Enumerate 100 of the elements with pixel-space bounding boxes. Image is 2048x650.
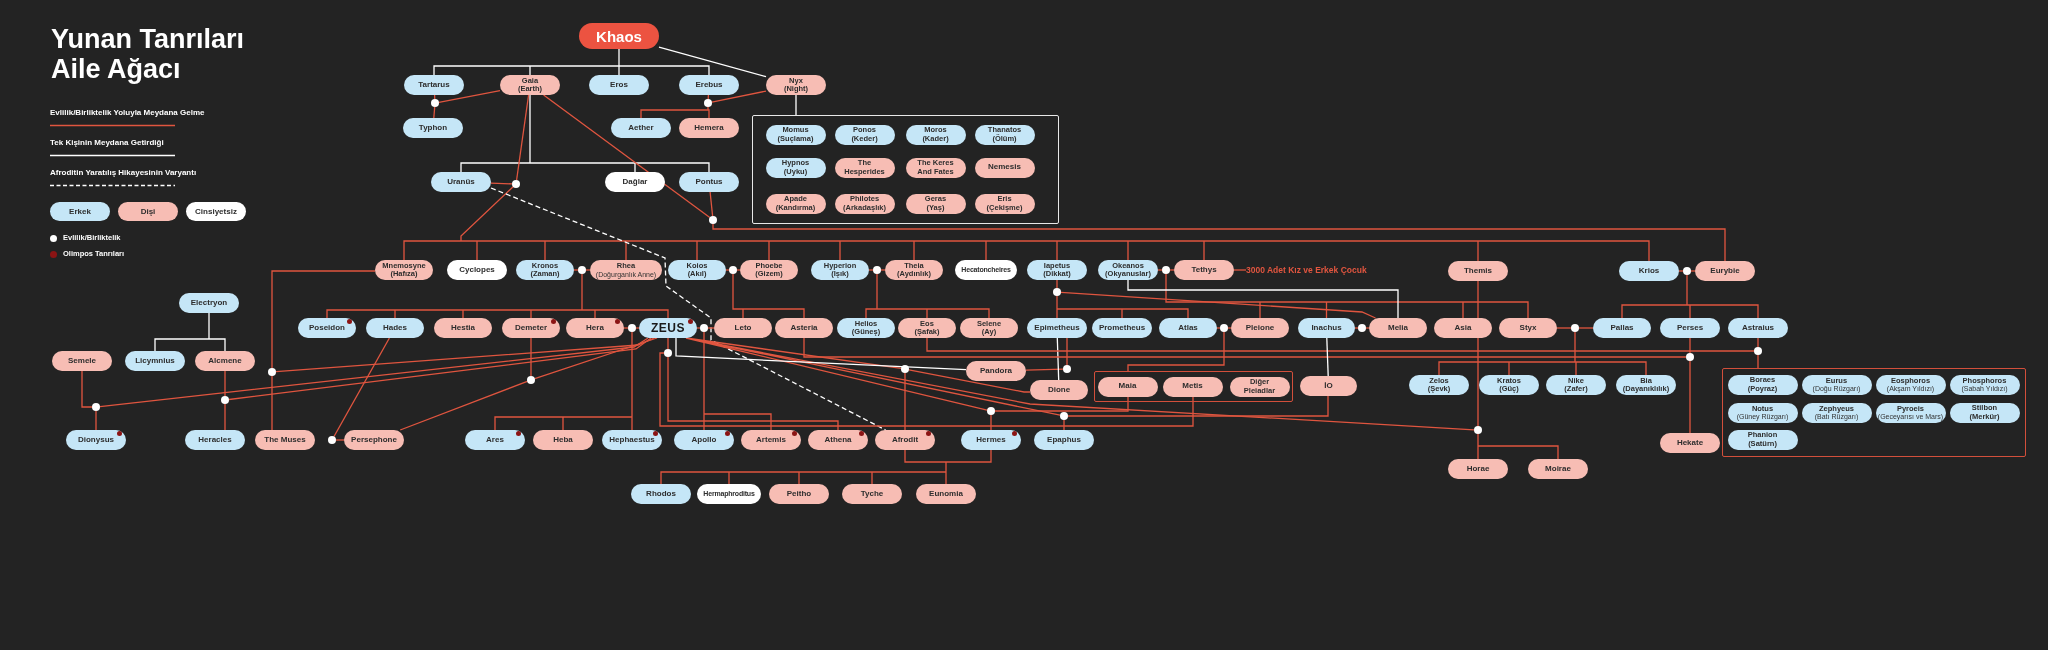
deity-pill bbox=[1695, 261, 1755, 281]
deity-pill bbox=[66, 430, 126, 450]
deity-name: Persephone bbox=[351, 435, 397, 445]
deity-name: Inachus bbox=[1311, 323, 1342, 333]
deity-pill bbox=[375, 260, 433, 280]
deity-pill bbox=[366, 318, 424, 338]
deity-pill bbox=[769, 484, 829, 504]
deity-name: Krios bbox=[1638, 266, 1660, 276]
deity-pill bbox=[765, 157, 826, 178]
connector-line bbox=[660, 449, 992, 485]
deity-name: Aether bbox=[628, 123, 654, 133]
connector-line bbox=[736, 269, 741, 271]
legend-pill: Erkek bbox=[50, 202, 110, 221]
deity-name: Electryon bbox=[190, 298, 228, 308]
connector-line bbox=[1066, 337, 1068, 366]
connector-line bbox=[1169, 269, 1175, 271]
connector-line bbox=[1127, 279, 1399, 319]
deity-pill bbox=[974, 124, 1035, 145]
deity-pill bbox=[1159, 318, 1217, 338]
deity-pill bbox=[955, 260, 1017, 280]
deity-pill bbox=[679, 172, 739, 192]
deity-name: Cyclopes bbox=[459, 265, 495, 275]
connector-line bbox=[908, 369, 1031, 393]
deity-pill bbox=[834, 124, 895, 145]
deity-pill bbox=[1593, 318, 1651, 338]
deity-name: Eurybie bbox=[1710, 266, 1740, 276]
connector-line bbox=[585, 269, 591, 271]
connector-line bbox=[95, 410, 97, 431]
deity-pill bbox=[404, 75, 464, 95]
deity-pill bbox=[465, 430, 525, 450]
connector-line bbox=[803, 337, 1687, 358]
deity-pill bbox=[1174, 260, 1234, 280]
deity-name: Perses bbox=[1676, 323, 1704, 333]
deity-name: Melia bbox=[1388, 323, 1408, 333]
deity-pill bbox=[741, 430, 801, 450]
deity-pill bbox=[1300, 376, 1357, 396]
annotation-text: 3000 Adet Kız ve Erkek Çocuk bbox=[1246, 263, 1367, 277]
deity-pill bbox=[679, 75, 739, 95]
connector-line bbox=[675, 337, 967, 371]
connector-line bbox=[271, 375, 273, 431]
connector-line bbox=[707, 94, 710, 100]
deity-name: Ares bbox=[486, 435, 504, 445]
deity-pill bbox=[808, 430, 868, 450]
deity-pill bbox=[875, 430, 935, 450]
dashed-connector bbox=[490, 187, 887, 431]
deity-name: Dağlar bbox=[622, 177, 648, 187]
connector-line bbox=[530, 337, 532, 377]
connector-line bbox=[1326, 337, 1329, 377]
deity-pill bbox=[1030, 380, 1088, 400]
deity-pill bbox=[1528, 459, 1588, 479]
deity-pill bbox=[1727, 402, 1798, 423]
connector-line bbox=[460, 94, 710, 173]
deity-name: Metis bbox=[1182, 382, 1203, 391]
deity-pill bbox=[255, 430, 315, 450]
connector-line bbox=[1157, 269, 1163, 271]
connector-line bbox=[1438, 331, 1647, 376]
deity-pill bbox=[611, 118, 671, 138]
connector-line bbox=[154, 312, 226, 352]
connector-line bbox=[228, 337, 652, 401]
group-frame bbox=[1094, 371, 1293, 402]
connector-line bbox=[1056, 337, 1060, 381]
deity-name: Eros bbox=[610, 80, 628, 90]
connector-line bbox=[99, 337, 649, 408]
deity-pill bbox=[500, 75, 560, 95]
deity-pill bbox=[1949, 402, 2020, 423]
deity-pill bbox=[590, 260, 662, 280]
deity-name: Pallas bbox=[1610, 323, 1634, 333]
deity-name: Moirae bbox=[1545, 464, 1571, 474]
deity-name: Alcmene bbox=[208, 356, 242, 366]
deity-name: Pleione bbox=[1245, 323, 1275, 333]
deity-pill bbox=[966, 361, 1026, 381]
connector-line bbox=[399, 380, 528, 431]
deity-name: Poseidon bbox=[309, 323, 345, 333]
connector-line bbox=[1757, 337, 1759, 348]
connector-line bbox=[490, 182, 513, 185]
connector-line bbox=[1556, 327, 1572, 329]
deity-name: Afrodit bbox=[891, 435, 919, 445]
deity-name: Licymnius bbox=[135, 356, 175, 366]
connector-line bbox=[658, 46, 767, 78]
connector-line bbox=[333, 337, 391, 438]
deity-name: Horae bbox=[1466, 464, 1490, 474]
connector-line bbox=[573, 269, 579, 271]
connector-line bbox=[685, 337, 1475, 431]
deity-pill bbox=[834, 157, 895, 178]
connector-line bbox=[1678, 270, 1684, 272]
connector-line bbox=[1233, 269, 1247, 271]
connector-line bbox=[1165, 273, 1529, 319]
connector-line bbox=[403, 186, 1650, 262]
deity-pill bbox=[639, 318, 697, 338]
deity-pill bbox=[905, 124, 966, 145]
deity-pill bbox=[1034, 430, 1094, 450]
deity-pill bbox=[885, 260, 943, 280]
deity-name: Prometheus bbox=[1098, 323, 1146, 333]
connector-line bbox=[1689, 360, 1691, 434]
deity-pill bbox=[1949, 374, 2020, 395]
connector-line bbox=[433, 94, 436, 100]
deity-name: Artemis bbox=[756, 435, 786, 445]
legend-label: Tek Kişinin Meydana Getirdiği bbox=[50, 138, 165, 148]
deity-pill bbox=[1727, 429, 1798, 450]
connector-line bbox=[623, 327, 629, 329]
